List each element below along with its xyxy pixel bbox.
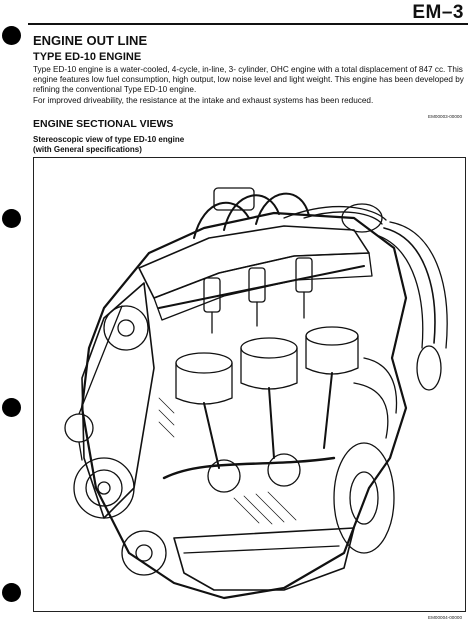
section-ref-code: EM00003-00000 (428, 114, 462, 119)
description-paragraph-2: For improved driveability, the resistanc… (33, 95, 374, 105)
engine-illustration (64, 187, 448, 600)
views-title: ENGINE SECTIONAL VIEWS (33, 118, 174, 130)
page-code: EM–3 (412, 2, 464, 23)
section-title: ENGINE OUT LINE (33, 33, 148, 48)
figure-caption: Stereoscopic view of type ED-10 engine (… (33, 135, 293, 155)
figure-ref-code: EM00004-00000 (428, 615, 462, 620)
engine-figure (33, 157, 466, 612)
header-rule (28, 23, 468, 25)
binder-hole-1 (2, 26, 21, 45)
caption-line-2: (with General specifications) (33, 145, 142, 154)
description-paragraph-1: Type ED-10 engine is a water-cooled, 4-c… (33, 65, 464, 95)
section-subtitle: TYPE ED-10 ENGINE (33, 51, 142, 63)
binder-hole-3 (2, 398, 21, 417)
engine-description: Type ED-10 engine is a water-cooled, 4-c… (33, 65, 469, 106)
caption-line-1: Stereoscopic view of type ED-10 engine (33, 135, 185, 144)
binder-hole-4 (2, 583, 21, 602)
binder-hole-2 (2, 209, 21, 228)
